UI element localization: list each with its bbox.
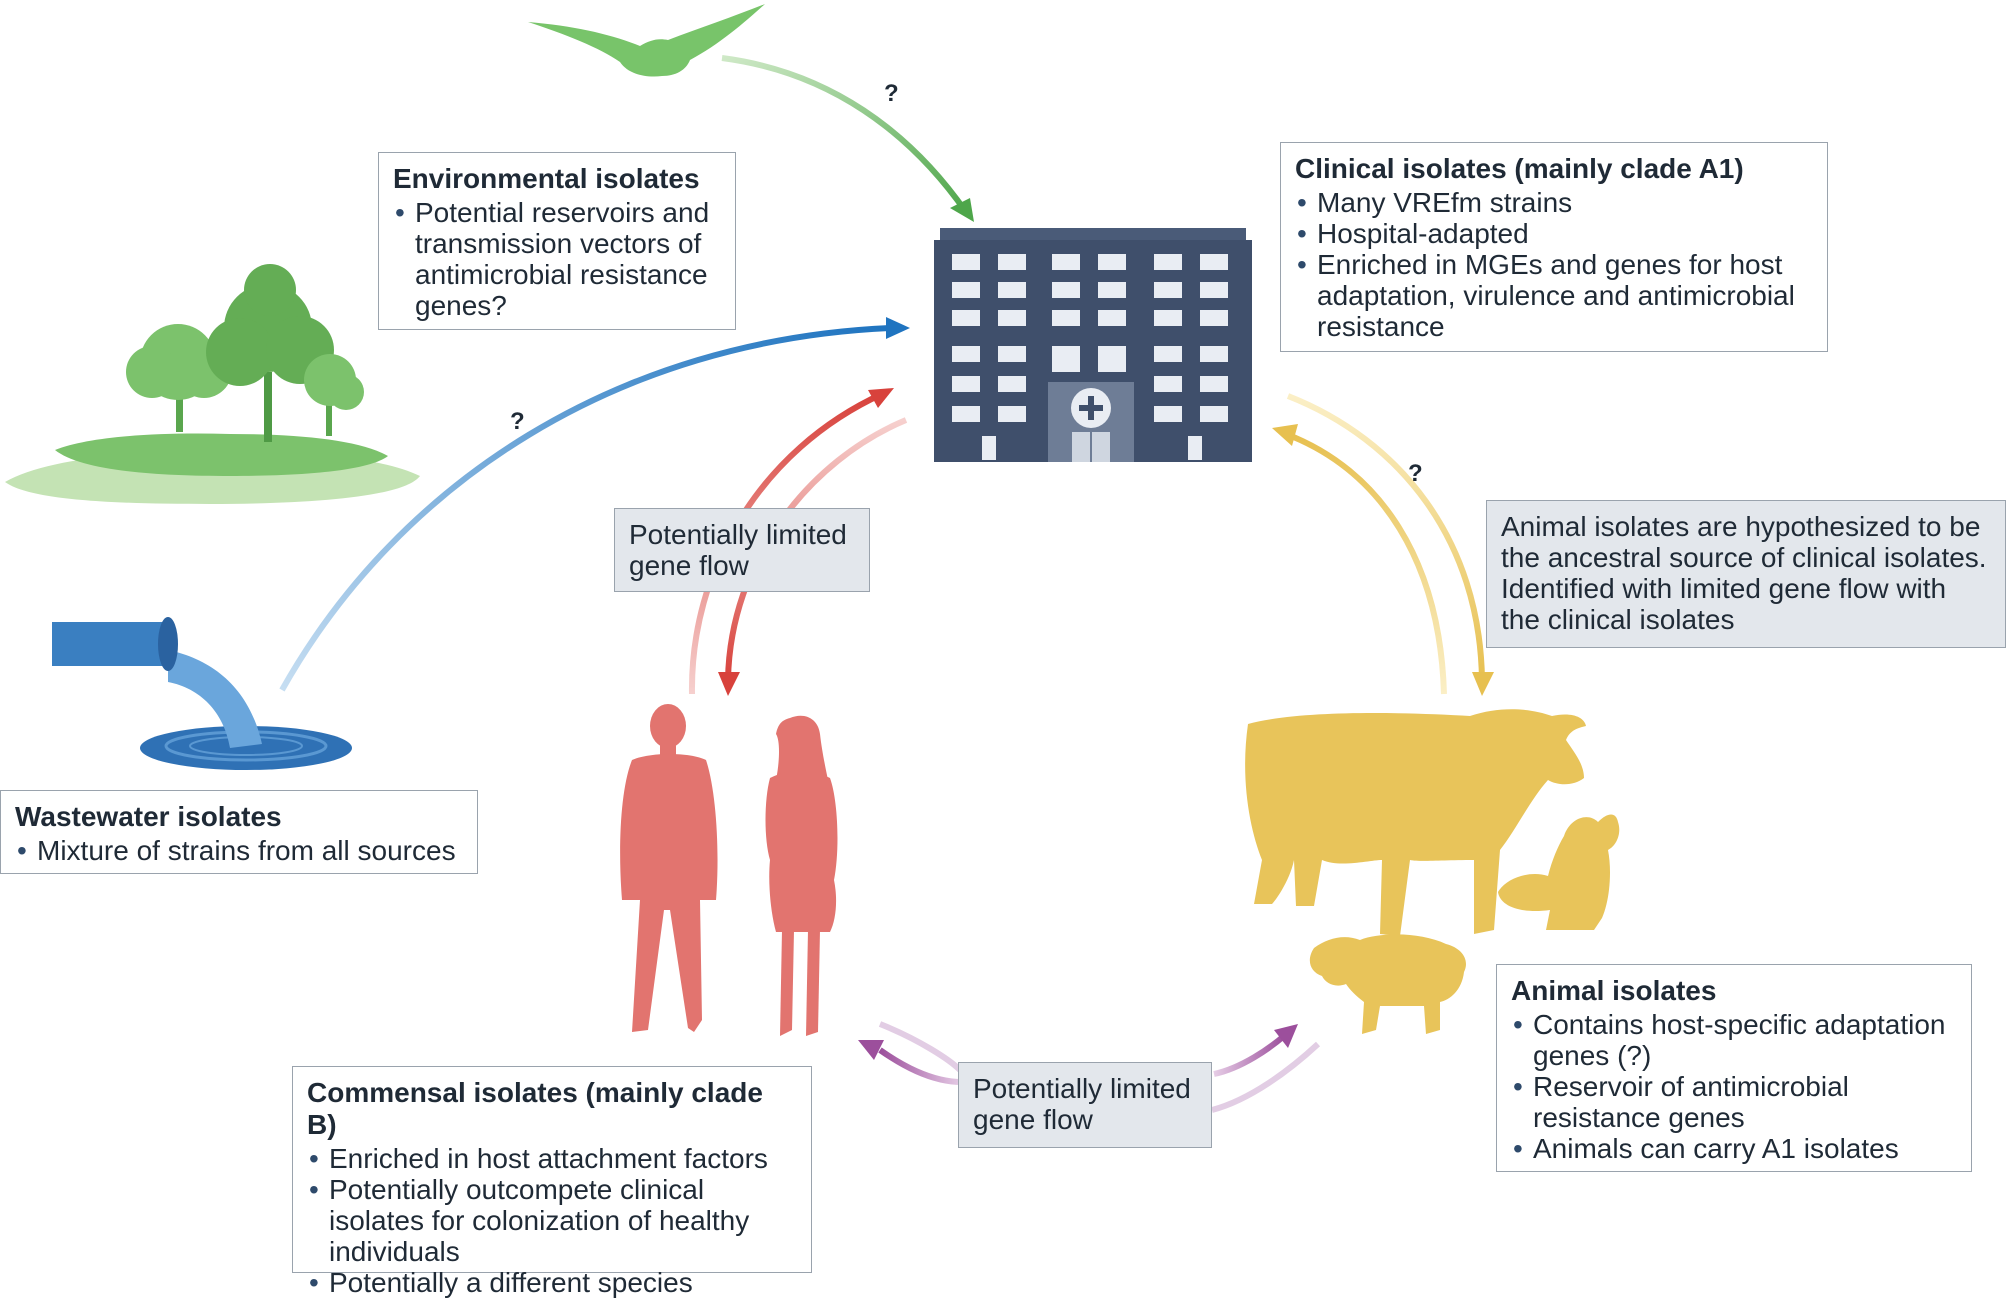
- commensal-isolates-title: Commensal isolates (mainly clade B): [307, 1077, 763, 1140]
- limited-gene-flow-top-text: Potentially limited gene flow: [629, 519, 847, 581]
- bird-question-mark: ?: [884, 80, 899, 107]
- animal-isolates-box: Animal isolates Contains host-specific a…: [1496, 964, 1972, 1172]
- hospital-to-animal-arrow: [1286, 393, 1494, 696]
- commensal-isolates-box: Commensal isolates (mainly clade B) Enri…: [292, 1066, 812, 1298]
- limited-gene-flow-top-box: Potentially limited gene flow: [614, 508, 870, 592]
- human-to-animal-arrow: [1213, 1024, 1298, 1077]
- pipe-icon: [52, 617, 352, 770]
- clinical-item: Hospital-adapted: [1295, 218, 1813, 249]
- clinical-item: Many VREfm strains: [1295, 187, 1813, 218]
- animal-hypothesis-box: Animal isolates are hypothesized to be t…: [1486, 500, 2006, 648]
- animal-item: Contains host-specific adaptation genes …: [1511, 1009, 1957, 1071]
- animal-to-human-arrow: [858, 1040, 963, 1085]
- wastewater-to-hospital-arrow: [279, 317, 910, 692]
- hospital-icon: [934, 228, 1252, 462]
- animal-question-mark: ?: [1408, 460, 1423, 487]
- clinical-isolates-box: Clinical isolates (mainly clade A1) Many…: [1280, 142, 1828, 352]
- bird-to-hospital-arrow: [721, 55, 974, 222]
- wastewater-question-mark: ?: [510, 408, 525, 435]
- environmental-isolates-title: Environmental isolates: [393, 163, 700, 194]
- human-to-animal-faded-arrow: [878, 1021, 963, 1073]
- animal-hypothesis-text: Animal isolates are hypothesized to be t…: [1501, 511, 1987, 635]
- commensal-item: Potentially outcompete clinical isolates…: [307, 1174, 797, 1267]
- trees-icon: [5, 264, 420, 504]
- wastewater-item: Mixture of strains from all sources: [15, 835, 463, 866]
- cow-icon: [1245, 709, 1586, 936]
- commensal-item: Potentially a different species: [307, 1267, 797, 1298]
- woman-icon: [765, 715, 838, 1036]
- pig-icon: [1309, 934, 1466, 1034]
- limited-gene-flow-bottom-text: Potentially limited gene flow: [973, 1073, 1191, 1135]
- animal-item: Animals can carry A1 isolates: [1511, 1133, 1957, 1164]
- animal-to-hospital-arrow: [1272, 424, 1447, 695]
- bird-icon: [528, 4, 765, 77]
- environmental-item: Potential reservoirs and transmission ve…: [393, 197, 721, 321]
- animal-to-human-faded-arrow: [1211, 1041, 1321, 1113]
- clinical-item: Enriched in MGEs and genes for host adap…: [1295, 249, 1813, 342]
- wastewater-isolates-box: Wastewater isolates Mixture of strains f…: [0, 790, 478, 874]
- animal-isolates-title: Animal isolates: [1511, 975, 1717, 1006]
- animal-item: Reservoir of antimicrobial resistance ge…: [1511, 1071, 1957, 1133]
- commensal-item: Enriched in host attachment factors: [307, 1143, 797, 1174]
- environmental-isolates-box: Environmental isolates Potential reservo…: [378, 152, 736, 330]
- dog-icon: [1498, 814, 1620, 930]
- limited-gene-flow-bottom-box: Potentially limited gene flow: [958, 1062, 1212, 1148]
- clinical-isolates-title: Clinical isolates (mainly clade A1): [1295, 153, 1744, 184]
- wastewater-isolates-title: Wastewater isolates: [15, 801, 282, 832]
- man-icon: [620, 704, 718, 1032]
